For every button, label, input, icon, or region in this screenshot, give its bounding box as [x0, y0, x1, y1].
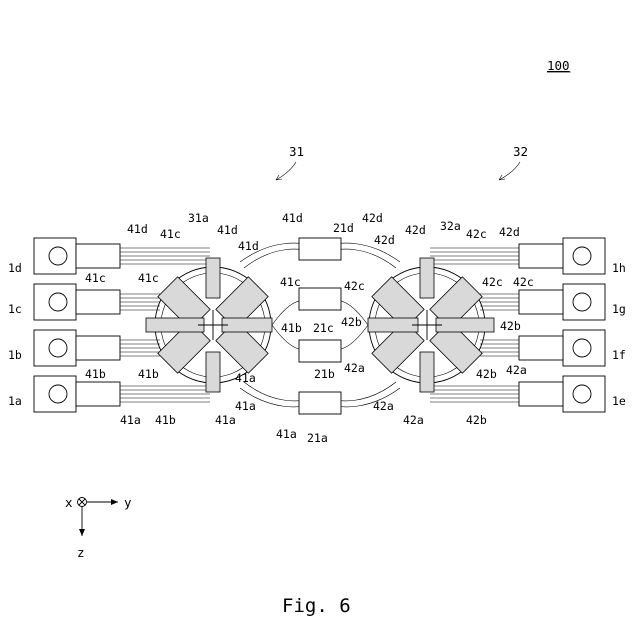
axis-y-label: y — [124, 495, 132, 510]
label-42d-center-2: 42d — [374, 233, 395, 247]
label-42b-center: 42b — [341, 315, 362, 329]
terminal-label-1d: 1d — [8, 261, 22, 275]
label-42a-bottom-right: 42a — [403, 413, 424, 427]
group-ref-31: 31 — [289, 144, 304, 159]
label-42d-top-right: 42d — [499, 225, 520, 239]
terminal-label-1g: 1g — [612, 302, 626, 316]
group-ref-31-leader — [276, 162, 296, 180]
label-41b-mid-left: 41b — [85, 367, 106, 381]
label-42c-center: 42c — [344, 279, 365, 293]
label-21a: 21a — [307, 431, 328, 445]
label-41c-top-left: 41c — [160, 227, 181, 241]
label-41b-mid-left-2: 41b — [138, 367, 159, 381]
terminal-label-1c: 1c — [8, 302, 22, 316]
label-41d-hub-left: 41d — [217, 223, 238, 237]
label-32a: 32a — [440, 219, 461, 233]
axis-z-label: z — [77, 545, 85, 560]
label-41c-center: 41c — [280, 275, 301, 289]
label-42a-lower-right: 42a — [506, 363, 527, 377]
label-41d-inner-left: 41d — [238, 239, 259, 253]
label-41d-center: 41d — [282, 211, 303, 225]
label-41a-inner-left: 41a — [235, 399, 256, 413]
label-42c-mid-right: 42c — [482, 275, 503, 289]
label-42a-hub-right: 42a — [373, 399, 394, 413]
label-41a-hub-left: 41a — [235, 371, 256, 385]
left-terminals — [34, 238, 120, 412]
label-42d-hub-right: 42d — [405, 223, 426, 237]
label-42b-bottom-right: 42b — [466, 413, 487, 427]
terminal-label-1b: 1b — [8, 348, 22, 362]
terminal-label-1a: 1a — [8, 394, 22, 408]
terminal-label-1h: 1h — [612, 261, 626, 275]
device-ref-label: 100 — [547, 58, 570, 73]
label-42b-lower-right: 42b — [476, 367, 497, 381]
axis-x-label: x — [65, 495, 73, 510]
label-42c-mid-right-2: 42c — [513, 275, 534, 289]
group-ref-32: 32 — [513, 144, 528, 159]
label-41c-mid-left-2: 41c — [138, 271, 159, 285]
figure-caption: Fig. 6 — [282, 595, 351, 617]
label-41d-top-left: 41d — [127, 222, 148, 236]
axis-indicator — [78, 498, 119, 537]
label-41a-center: 41a — [276, 427, 297, 441]
label-21d: 21d — [333, 221, 354, 235]
label-42b-mid-right: 42b — [500, 319, 521, 333]
label-42a-center: 42a — [344, 361, 365, 375]
label-41b-center: 41b — [281, 321, 302, 335]
label-41b-bottom-left: 41b — [155, 413, 176, 427]
label-41a-bottom-hub: 41a — [215, 413, 236, 427]
right-terminals — [519, 238, 605, 412]
label-41a-bottom-left: 41a — [120, 413, 141, 427]
label-21c: 21c — [313, 321, 334, 335]
label-21b: 21b — [314, 367, 335, 381]
terminal-label-1e: 1e — [612, 394, 626, 408]
group-ref-32-leader — [499, 162, 520, 180]
label-31a: 31a — [188, 211, 209, 225]
label-42c-top-right: 42c — [466, 227, 487, 241]
terminal-label-1f: 1f — [612, 348, 626, 362]
label-42d-center: 42d — [362, 211, 383, 225]
label-41c-mid-left: 41c — [85, 271, 106, 285]
